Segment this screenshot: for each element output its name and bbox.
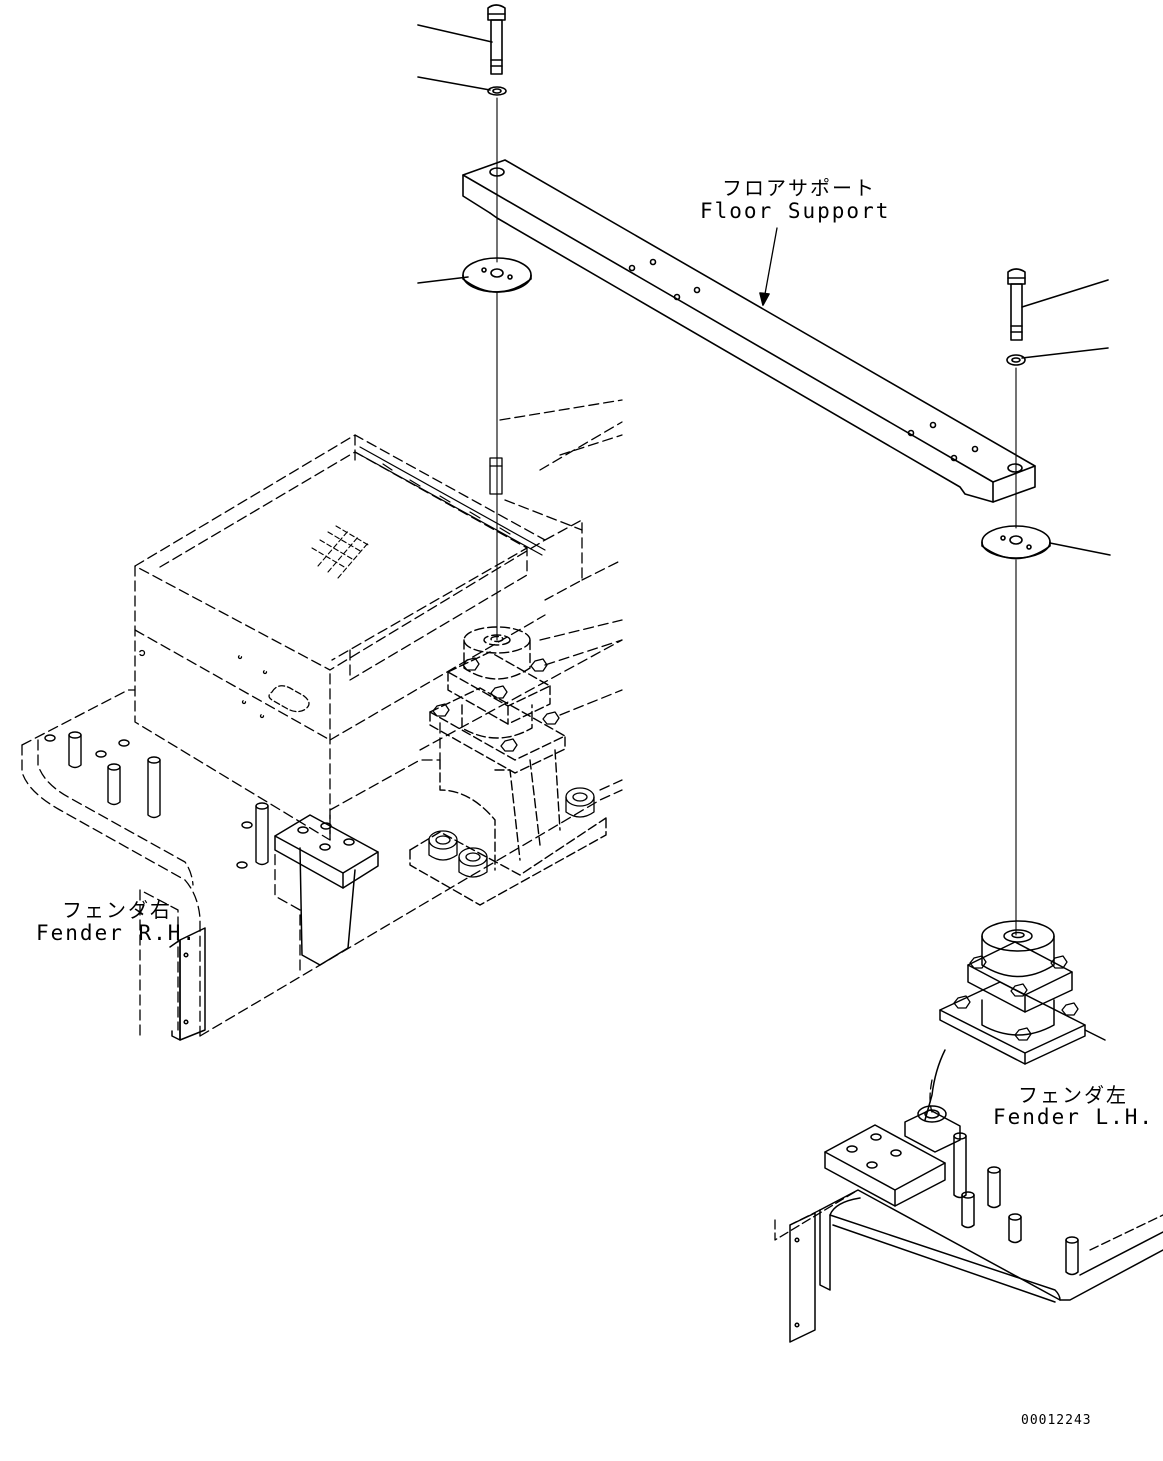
- cab-mount-left: [409, 626, 607, 906]
- fender-rh-mount-bracket: [274, 814, 379, 966]
- shim-right: [981, 525, 1051, 560]
- floor-support-label-en: Floor Support: [700, 199, 891, 223]
- bolt-right: [1007, 268, 1026, 341]
- fender-lh-body: [789, 1189, 1163, 1343]
- leader-lines: [417, 24, 1111, 556]
- fender-lh-label-en: Fender L.H.: [993, 1105, 1155, 1129]
- washer-right: [1006, 354, 1026, 366]
- fender-lh-bracket: [824, 1105, 1079, 1276]
- cab-mount-right-bolts: [953, 955, 1079, 1041]
- floor-support-bar: [462, 159, 1036, 503]
- shim-left: [462, 257, 532, 293]
- washer-left: [487, 86, 507, 96]
- toolbox-hinge: [354, 446, 546, 556]
- fender-lh-dashed: [774, 1079, 1163, 1251]
- floor-support-label-jp: フロアサポート: [722, 176, 876, 200]
- fender-rh-label-jp: フェンダ右: [62, 898, 172, 922]
- cab-mount-right: [924, 920, 1106, 1121]
- bolt-left: [487, 4, 506, 75]
- toolbox-vent-grid: [311, 525, 371, 579]
- toolbox-cover: [134, 399, 623, 841]
- fender-lh-label-jp: フェンダ左: [1018, 1083, 1128, 1107]
- fender-rh-label-en: Fender R.H.: [36, 921, 198, 945]
- drawing-number: 00012243: [1021, 1413, 1092, 1428]
- toolbox-handle: [138, 649, 310, 719]
- fender-rh-side-plate: [169, 927, 206, 1041]
- cab-mount-left-bolts: [428, 457, 595, 878]
- fender-rh-posts: [44, 731, 269, 869]
- center-lines: [496, 97, 1017, 936]
- fender-rh: [21, 639, 623, 1037]
